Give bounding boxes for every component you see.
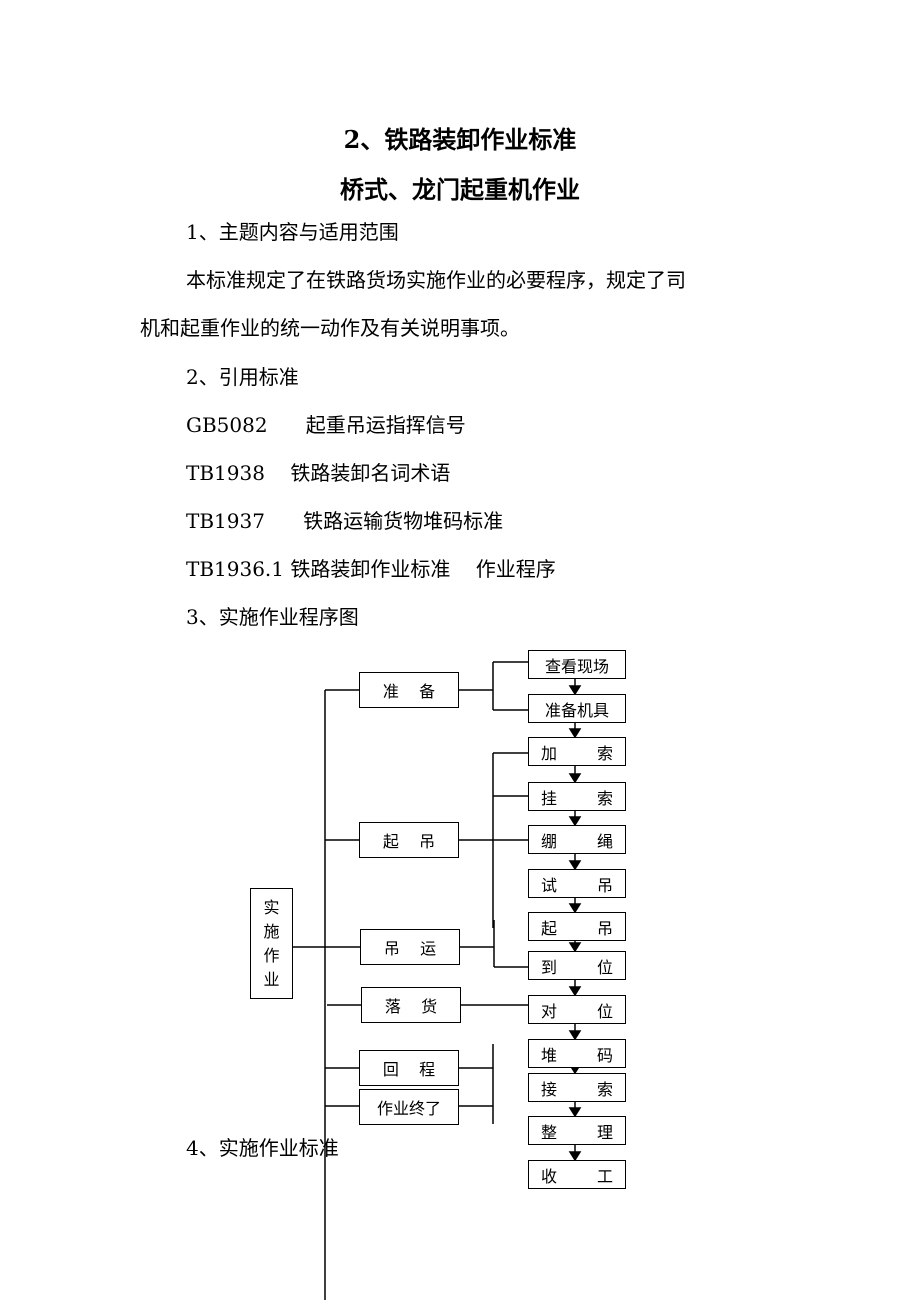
- step-label: 索: [596, 1079, 613, 1099]
- step-box: 查看现场: [528, 650, 626, 679]
- step-label: 堆: [541, 1045, 558, 1065]
- stage-box: 吊 运: [360, 929, 460, 965]
- step-box: 绷绳: [528, 825, 626, 854]
- step-label: 接: [541, 1079, 558, 1099]
- section-4-heading: 4、实施作业标准: [186, 1136, 339, 1160]
- step-label: 索: [596, 788, 613, 808]
- section-1-heading: 1、主题内容与适用范围: [186, 220, 399, 244]
- arrow-head: [568, 942, 582, 953]
- step-label: 试: [541, 875, 558, 895]
- step-label: 到: [541, 957, 558, 977]
- arrow-head: [568, 1030, 582, 1041]
- step-label: 准备机具: [544, 700, 609, 720]
- stage-box: 起 吊: [359, 822, 459, 858]
- step-label: 整: [541, 1122, 558, 1142]
- reference-item: TB1938 铁路装卸名词术语: [186, 461, 451, 485]
- step-label: 吊: [596, 918, 613, 938]
- step-box: 准备机具: [528, 694, 626, 723]
- reference-item: TB1936.1 铁路装卸作业标准 作业程序: [186, 557, 556, 581]
- step-label: 加: [541, 743, 558, 763]
- root-box: 实施作业: [250, 888, 293, 999]
- step-box: 整理: [528, 1116, 626, 1145]
- step-label: 绷: [541, 831, 558, 851]
- step-box: 加索: [528, 737, 626, 766]
- step-label: 查看现场: [544, 656, 609, 676]
- arrow-head: [568, 903, 582, 914]
- step-label: 工: [596, 1166, 613, 1186]
- reference-item: TB1937 铁路运输货物堆码标准: [186, 509, 504, 533]
- arrow-head: [568, 773, 582, 784]
- step-label: 挂: [541, 788, 558, 808]
- stage-box: 准 备: [359, 672, 459, 708]
- paragraph-line: 机和起重作业的统一动作及有关说明事项。: [140, 316, 520, 340]
- step-label: 位: [596, 957, 613, 977]
- step-label: 对: [541, 1001, 558, 1021]
- arrow-head: [568, 1151, 582, 1162]
- step-label: 码: [596, 1045, 613, 1065]
- step-box: 起吊: [528, 912, 626, 941]
- step-box: 对位: [528, 995, 626, 1024]
- step-box: 堆码: [528, 1039, 626, 1068]
- arrow-head: [568, 860, 582, 871]
- subtitle: 桥式、龙门起重机作业: [340, 175, 580, 204]
- arrow-head: [568, 728, 582, 739]
- step-box: 挂索: [528, 782, 626, 811]
- step-box: 试吊: [528, 869, 626, 898]
- stage-box: 作业终了: [359, 1089, 459, 1125]
- section-2-heading: 2、引用标准: [186, 365, 299, 389]
- step-label: 收: [541, 1166, 558, 1186]
- arrow-head: [568, 816, 582, 827]
- arrow-head: [568, 1107, 582, 1118]
- title: 2、铁路装卸作业标准: [343, 125, 577, 154]
- stage-box: 落 货: [361, 987, 461, 1023]
- step-label: 绳: [596, 831, 613, 851]
- step-label: 索: [596, 743, 613, 763]
- arrow-head: [568, 986, 582, 997]
- arrow-head: [568, 685, 582, 696]
- step-label: 位: [596, 1001, 613, 1021]
- step-label: 吊: [596, 875, 613, 895]
- reference-item: GB5082 起重吊运指挥信号: [186, 413, 466, 437]
- section-3-heading: 3、实施作业程序图: [186, 605, 359, 629]
- step-label: 理: [596, 1122, 613, 1142]
- step-box: 接索: [528, 1073, 626, 1102]
- paragraph-line: 本标准规定了在铁路货场实施作业的必要程序，规定了司: [186, 268, 686, 292]
- step-label: 起: [541, 918, 558, 938]
- step-box: 收工: [528, 1160, 626, 1189]
- stage-box: 回 程: [359, 1050, 459, 1086]
- step-box: 到位: [528, 951, 626, 980]
